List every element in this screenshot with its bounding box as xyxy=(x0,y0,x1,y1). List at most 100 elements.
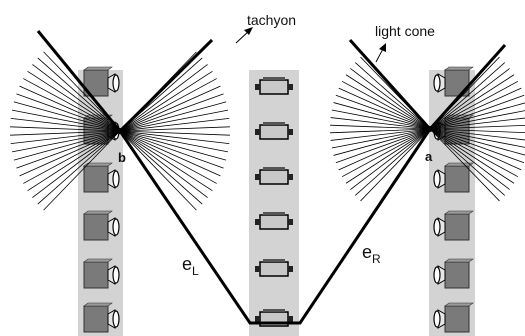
light-ray xyxy=(330,128,431,141)
light-ray xyxy=(429,102,525,130)
event-b-label: b xyxy=(118,150,126,165)
light-ray xyxy=(429,74,515,130)
light-ray xyxy=(10,130,121,136)
light-ray xyxy=(16,130,121,169)
light-ray xyxy=(331,128,431,149)
light-ray-fan-b xyxy=(10,51,230,211)
light-ray xyxy=(330,117,431,130)
camera-icon xyxy=(433,210,474,241)
light-cone-b-right xyxy=(118,38,214,133)
light-ray xyxy=(429,128,525,148)
light-ray xyxy=(331,109,431,130)
light-ray xyxy=(119,130,208,198)
camera-icon xyxy=(83,162,120,193)
light-ray xyxy=(429,128,506,196)
camera-icon xyxy=(83,66,120,97)
light-ray xyxy=(333,128,431,156)
light-ray xyxy=(429,117,525,130)
light-ray xyxy=(429,128,525,141)
light-ray xyxy=(429,128,525,164)
light-ray xyxy=(119,64,208,132)
light-ray xyxy=(32,64,121,132)
light-ray xyxy=(119,130,227,161)
light-ray xyxy=(354,62,431,130)
right-cameras xyxy=(433,66,474,333)
light-ray xyxy=(429,128,522,171)
camera-icon xyxy=(255,122,293,140)
light-ray xyxy=(429,124,525,130)
e-right-sub: R xyxy=(372,252,381,266)
camera-icon xyxy=(83,302,120,333)
camera-icon xyxy=(433,302,474,333)
middle-column xyxy=(249,70,299,336)
light-ray xyxy=(119,126,230,132)
light-ray xyxy=(354,128,431,196)
light-ray xyxy=(119,130,221,177)
light-ray xyxy=(345,128,431,184)
light-ray xyxy=(330,124,431,130)
light-ray xyxy=(429,128,500,202)
camera-icon xyxy=(255,259,293,277)
camera-icon xyxy=(255,167,293,185)
light-ray xyxy=(19,85,121,132)
light-ray xyxy=(119,70,213,132)
light-ray xyxy=(330,128,431,134)
tachyon-path xyxy=(118,128,432,325)
light-cone-a-left xyxy=(348,38,432,131)
e-right-label: eR xyxy=(362,242,381,266)
light-ray xyxy=(119,130,213,192)
light-ray xyxy=(119,130,229,153)
light-ray xyxy=(43,130,121,211)
light-ray xyxy=(360,128,431,202)
light-ray xyxy=(338,128,431,171)
light-ray xyxy=(10,126,121,132)
light-ray xyxy=(119,130,203,205)
light-ray xyxy=(119,85,221,132)
light-ray xyxy=(119,118,230,132)
light-ray xyxy=(13,130,121,161)
light-ray xyxy=(16,93,121,132)
light-ray xyxy=(429,80,519,130)
light-ray xyxy=(19,130,121,177)
light-ray xyxy=(10,118,121,132)
light-ray xyxy=(23,78,121,132)
tachyon-arrow xyxy=(235,27,253,44)
light-cone-b-left xyxy=(36,30,122,132)
light-ray xyxy=(429,128,525,134)
event-a-label: a xyxy=(425,149,433,164)
light-ray xyxy=(13,101,121,132)
light-ray xyxy=(429,128,519,178)
camera-icon xyxy=(83,210,120,241)
light-ray xyxy=(32,130,121,198)
left-column xyxy=(78,70,123,336)
light-cone-arrow xyxy=(375,43,386,63)
light-cone-lines xyxy=(36,30,507,133)
camera-icon xyxy=(433,162,474,193)
light-ray xyxy=(119,130,230,144)
light-ray xyxy=(23,130,121,184)
camera-icon xyxy=(83,258,120,289)
light-cone-a-right xyxy=(428,44,507,130)
event-a-dot xyxy=(427,126,433,132)
light-ray xyxy=(338,87,431,130)
e-left-label: eL xyxy=(182,254,199,278)
light-cone-label: light cone xyxy=(375,23,435,39)
light-ray xyxy=(333,102,431,130)
tachyon-label: tachyon xyxy=(247,12,296,28)
event-b-dot xyxy=(117,128,123,134)
light-ray xyxy=(429,128,525,156)
light-ray xyxy=(350,128,431,190)
light-ray xyxy=(341,128,431,178)
middle-cameras xyxy=(255,77,293,327)
light-ray xyxy=(119,78,217,132)
light-ray xyxy=(350,68,431,130)
light-ray xyxy=(10,130,121,144)
light-ray xyxy=(119,101,227,132)
e-right-main: e xyxy=(362,242,372,262)
light-ray xyxy=(119,109,229,132)
light-ray xyxy=(119,130,230,136)
light-ray xyxy=(429,62,506,130)
light-ray xyxy=(335,94,431,130)
light-ray xyxy=(429,87,522,130)
